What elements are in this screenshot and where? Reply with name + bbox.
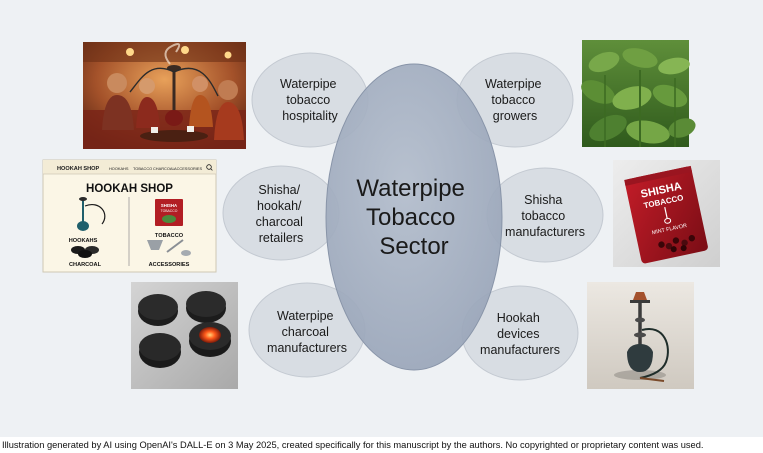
figure-caption: Illustration generated by AI using OpenA…	[2, 440, 704, 450]
node-growers: Waterpipe tobacco growers	[456, 52, 574, 148]
node-charcoal-line-1: Waterpipe	[277, 309, 334, 323]
svg-text:Waterpipe charcoal: Waterpipe charcoal manufacturers	[267, 309, 347, 355]
shop-hookah-icon	[77, 197, 106, 231]
shop-label-hookahs: HOOKAHS	[69, 238, 98, 244]
node-retailers: Shisha/ hookah/ charcoal retailers	[222, 165, 340, 261]
node-hospitality-line-1: Waterpipe	[280, 77, 337, 91]
node-devices: Hookah devices manufacturers	[461, 285, 579, 381]
shop-nav-hookahs: HOOKAHS	[109, 166, 129, 171]
node-hospitality-line-3: hospitality	[282, 109, 338, 123]
shop-tobacco-pack-icon: SHISHA TOBACCO	[155, 199, 183, 226]
diagram-canvas: Waterpipe tobacco hospitality Waterpipe …	[42, 40, 720, 389]
charcoal-discs-illustration	[131, 282, 238, 389]
node-charcoal-line-2: charcoal	[282, 325, 329, 339]
shop-pack-text-2: TOBACCO	[161, 209, 178, 213]
svg-text:Waterpipe tobacco: Waterpipe tobacco hospitality	[280, 77, 340, 123]
shop-charcoal-icon	[71, 246, 99, 258]
node-charcoal: Waterpipe charcoal manufacturers	[248, 282, 366, 378]
diagram-panel: Waterpipe tobacco hospitality Waterpipe …	[0, 0, 763, 437]
shisha-pack-illustration: SHISHA TOBACCO MINT FLAVOR	[613, 160, 720, 267]
node-manufacturers-line-2: tobacco	[521, 209, 565, 223]
shop-nav-tobacco: TOBACCO	[133, 166, 152, 171]
svg-text:Shisha/ hookah/: Shisha/ hookah/ charcoal retailers	[256, 183, 307, 245]
node-hospitality: Waterpipe tobacco hospitality	[251, 52, 369, 148]
node-manufacturers-line-3: manufacturers	[505, 225, 585, 239]
svg-text:Waterpipe Tobacco: Waterpipe Tobacco Sector	[356, 175, 471, 260]
shop-label-accessories: ACCESSORIES	[149, 262, 190, 268]
node-retailers-line-3: charcoal	[256, 215, 303, 229]
shop-pack-text-1: SHISHA	[161, 203, 177, 208]
shop-search-icon	[206, 164, 212, 170]
hookah-device-illustration	[587, 282, 694, 389]
shop-nav-accessories: ACCESSORIES	[174, 166, 203, 171]
node-growers-line-1: Waterpipe	[485, 77, 542, 91]
node-growers-line-3: growers	[493, 109, 537, 123]
node-retailers-line-4: retailers	[259, 231, 303, 245]
shop-accessories-icon	[147, 239, 191, 256]
node-charcoal-line-3: manufacturers	[267, 341, 347, 355]
cafe-scene-illustration	[83, 42, 246, 149]
svg-text:Shisha tobacco: Shisha tobacco manufacturers	[505, 193, 585, 239]
shop-label-charcoal: CHARCOAL	[69, 262, 102, 268]
node-hospitality-line-2: tobacco	[286, 93, 330, 107]
node-growers-line-2: tobacco	[491, 93, 535, 107]
node-devices-line-1: Hookah	[497, 311, 540, 325]
shop-nav-charcoal: CHARCOAL	[153, 166, 175, 171]
node-devices-line-3: manufacturers	[480, 343, 560, 357]
node-devices-line-2: devices	[497, 327, 539, 341]
hub-line-3: Sector	[379, 233, 448, 260]
shop-label-tobacco: TOBACCO	[155, 233, 184, 239]
hub-ellipse: Waterpipe Tobacco Sector	[325, 63, 503, 371]
shop-header-brand: HOOKAH SHOP	[57, 166, 100, 172]
node-retailers-line-1: Shisha/	[258, 183, 300, 197]
hub-line-2: Tobacco	[366, 204, 455, 231]
node-retailers-line-2: hookah/	[257, 199, 302, 213]
hub-line-1: Waterpipe	[356, 175, 465, 202]
shop-title: HOOKAH SHOP	[86, 183, 173, 195]
svg-text:Hookah devices: Hookah devices manufacturers	[480, 311, 560, 357]
node-manufacturers: Shisha tobacco manufacturers	[486, 167, 604, 263]
svg-text:Waterpipe tobacco: Waterpipe tobacco growers	[485, 77, 545, 123]
tobacco-field-illustration	[581, 40, 696, 147]
hookah-shop-webpage-illustration: HOOKAH SHOP HOOKAHS TOBACCO CHARCOAL ACC…	[42, 159, 217, 273]
node-manufacturers-line-1: Shisha	[524, 193, 562, 207]
